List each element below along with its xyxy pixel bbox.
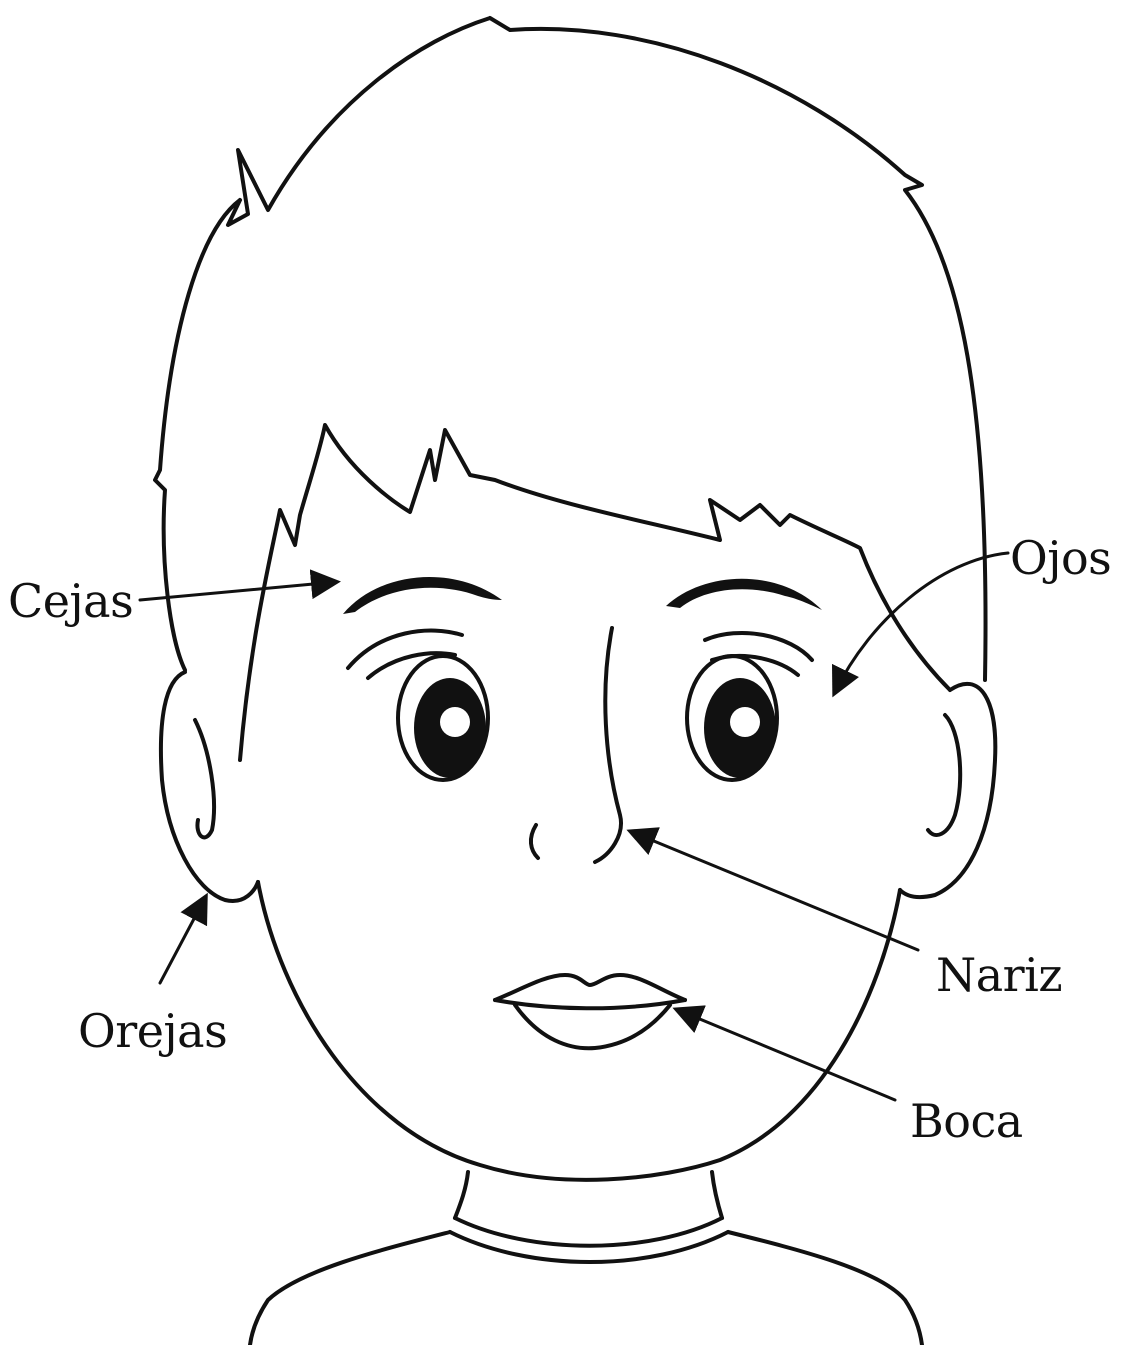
label-orejas: Orejas	[78, 1008, 227, 1054]
left-eyebrow	[343, 577, 502, 614]
nostril	[531, 825, 538, 858]
face-outline	[258, 882, 900, 1180]
right-ear-inner	[928, 715, 960, 835]
head-outline	[155, 18, 986, 680]
arrow-ojos	[835, 553, 1008, 692]
collar	[450, 1218, 728, 1262]
arrow-boca	[678, 1010, 895, 1100]
upper-lip	[495, 975, 685, 1000]
left-eye-crease	[348, 631, 462, 668]
label-nariz: Nariz	[936, 952, 1062, 998]
right-eye-highlight	[730, 707, 760, 737]
lower-lip	[515, 1005, 670, 1048]
arrow-orejas	[160, 898, 205, 983]
arrow-cejas	[140, 582, 335, 600]
label-ojos: Ojos	[1010, 535, 1111, 581]
lip-line	[495, 1000, 685, 1008]
hair-bangs	[240, 425, 950, 760]
arrow-nariz	[632, 832, 918, 950]
label-boca: Boca	[910, 1098, 1023, 1144]
left-eye-highlight	[440, 707, 470, 737]
right-eyebrow	[666, 579, 822, 610]
left-ear-inner	[195, 720, 214, 837]
nose-line	[595, 628, 621, 862]
label-cejas: Cejas	[8, 578, 133, 624]
shoulders	[250, 1232, 922, 1345]
